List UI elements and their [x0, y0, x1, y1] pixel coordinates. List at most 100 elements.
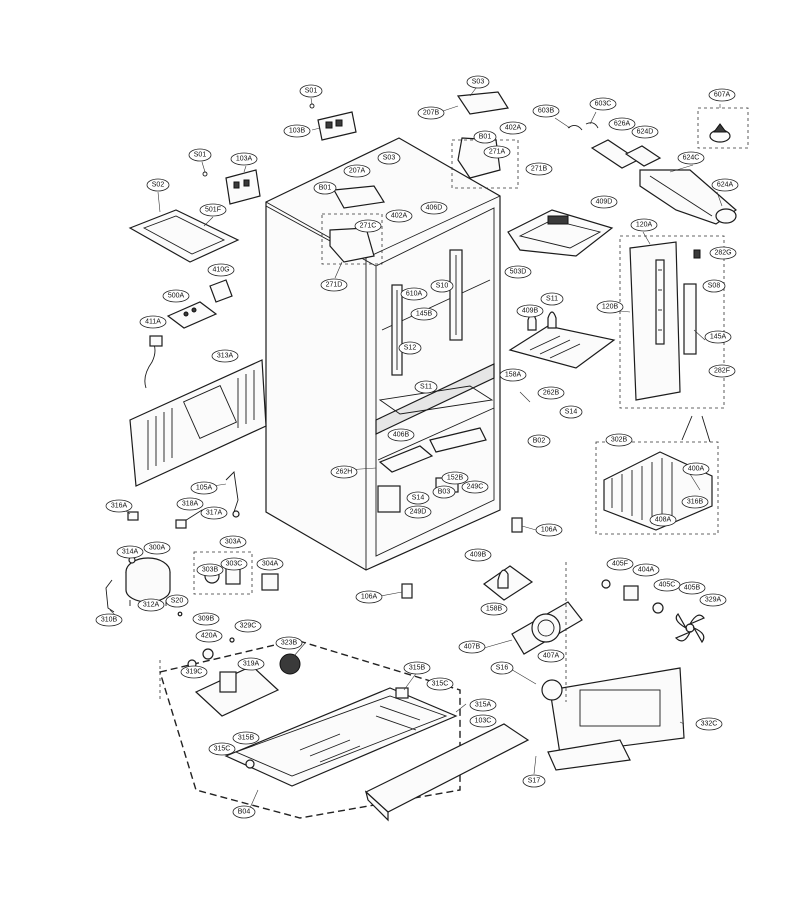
svg-text:610A: 610A — [406, 291, 423, 298]
label-411A: 411A — [139, 315, 167, 329]
label-145B: 145B — [410, 307, 438, 321]
svg-text:603C: 603C — [595, 101, 612, 108]
svg-text:315B: 315B — [409, 665, 426, 672]
label-408A: 408A — [649, 513, 677, 527]
base-assembly-315a — [159, 639, 461, 819]
label-626A: 626A — [608, 117, 636, 131]
control-board-500a — [166, 301, 218, 329]
label-329A: 329A — [699, 593, 727, 607]
label-312A: 312A — [137, 598, 165, 612]
label-313A: 313A — [211, 349, 239, 363]
label-B01: B01 — [313, 181, 337, 195]
label-310B: 310B — [95, 613, 123, 627]
compressor-300a — [105, 556, 171, 613]
label-318A: 318A — [176, 497, 204, 511]
label-406B: 406B — [387, 428, 415, 442]
label-103B: 103B — [283, 124, 311, 138]
svg-text:411A: 411A — [145, 319, 161, 326]
svg-text:106A: 106A — [541, 527, 558, 534]
label-407A: 407A — [537, 649, 565, 663]
label-329C: 329C — [234, 619, 262, 633]
svg-text:406B: 406B — [393, 432, 410, 439]
svg-text:B02: B02 — [533, 438, 546, 445]
label-B04: B04 — [232, 805, 256, 819]
label-624C: 624C — [677, 151, 705, 165]
svg-text:271D: 271D — [326, 282, 343, 289]
label-271A: 271A — [483, 145, 511, 159]
top-panel-103a — [202, 169, 261, 205]
label-624A: 624A — [711, 178, 739, 192]
svg-text:249D: 249D — [410, 509, 427, 516]
label-400A: 400A — [682, 462, 710, 476]
svg-text:315C: 315C — [432, 681, 449, 688]
label-323B: 323B — [275, 636, 303, 650]
drain-parts — [127, 511, 183, 617]
label-315C: 315C — [208, 742, 236, 756]
label-S01: S01 — [299, 84, 323, 98]
svg-text:S03: S03 — [383, 155, 396, 162]
label-152B: 152B — [441, 471, 469, 485]
svg-text:106A: 106A — [361, 594, 378, 601]
svg-text:207B: 207B — [423, 110, 440, 117]
svg-text:410G: 410G — [212, 267, 229, 274]
ice-maker-cover-409d — [507, 209, 614, 257]
damper-clip-603b — [567, 122, 599, 131]
label-300A: 300A — [143, 541, 171, 555]
label-S01: S01 — [188, 148, 212, 162]
svg-text:400A: 400A — [688, 466, 705, 473]
svg-text:B04: B04 — [238, 809, 251, 816]
control-box-410g — [209, 279, 233, 303]
svg-text:402A: 402A — [505, 125, 522, 132]
svg-text:603B: 603B — [538, 108, 555, 115]
label-S14: S14 — [406, 491, 430, 505]
label-409B: 409B — [516, 304, 544, 318]
svg-text:624A: 624A — [717, 182, 734, 189]
svg-text:407A: 407A — [543, 653, 560, 660]
label-103C: 103C — [469, 714, 497, 728]
label-249D: 249D — [404, 505, 432, 519]
svg-text:S02: S02 — [152, 182, 165, 189]
svg-text:315A: 315A — [475, 702, 492, 709]
power-cord-411a — [144, 335, 163, 389]
label-105A: 105A — [190, 481, 218, 495]
svg-text:120B: 120B — [602, 304, 619, 311]
svg-text:145B: 145B — [416, 311, 433, 318]
svg-text:318A: 318A — [182, 501, 199, 508]
fan-assembly-405 — [601, 579, 705, 644]
label-303A: 303A — [219, 535, 247, 549]
svg-text:B01: B01 — [319, 185, 332, 192]
label-282F: 282F — [708, 364, 736, 378]
svg-text:316A: 316A — [111, 503, 128, 510]
svg-text:316B: 316B — [687, 499, 704, 506]
label-610A: 610A — [400, 287, 428, 301]
svg-text:S12: S12 — [404, 345, 417, 352]
svg-text:407B: 407B — [464, 644, 481, 651]
label-406D: 406D — [420, 201, 448, 215]
svg-text:405F: 405F — [612, 561, 628, 568]
svg-text:282F: 282F — [714, 368, 730, 375]
shroud-158b — [511, 601, 583, 655]
svg-text:249C: 249C — [467, 484, 484, 491]
svg-text:S01: S01 — [305, 88, 318, 95]
label-S02: S02 — [146, 178, 170, 192]
duct-panel-120a — [619, 235, 725, 409]
cabinet-rails — [391, 249, 463, 376]
label-282G: 282G — [709, 246, 737, 260]
top-hinge-left — [321, 185, 385, 265]
svg-text:S01: S01 — [194, 152, 207, 159]
svg-text:402A: 402A — [391, 213, 408, 220]
label-271C: 271C — [354, 219, 382, 233]
label-410G: 410G — [207, 263, 235, 277]
svg-text:282G: 282G — [714, 250, 731, 257]
label-332C: 332C — [695, 717, 723, 731]
svg-text:408A: 408A — [655, 517, 672, 524]
svg-text:207A: 207A — [349, 168, 366, 175]
label-409B: 409B — [464, 548, 492, 562]
label-314A: 314A — [116, 545, 144, 559]
label-158A: 158A — [499, 368, 527, 382]
svg-text:314A: 314A — [122, 549, 139, 556]
svg-text:315C: 315C — [214, 746, 231, 753]
svg-text:420A: 420A — [201, 633, 218, 640]
duct-624a — [590, 139, 737, 225]
label-402A: 402A — [385, 209, 413, 223]
